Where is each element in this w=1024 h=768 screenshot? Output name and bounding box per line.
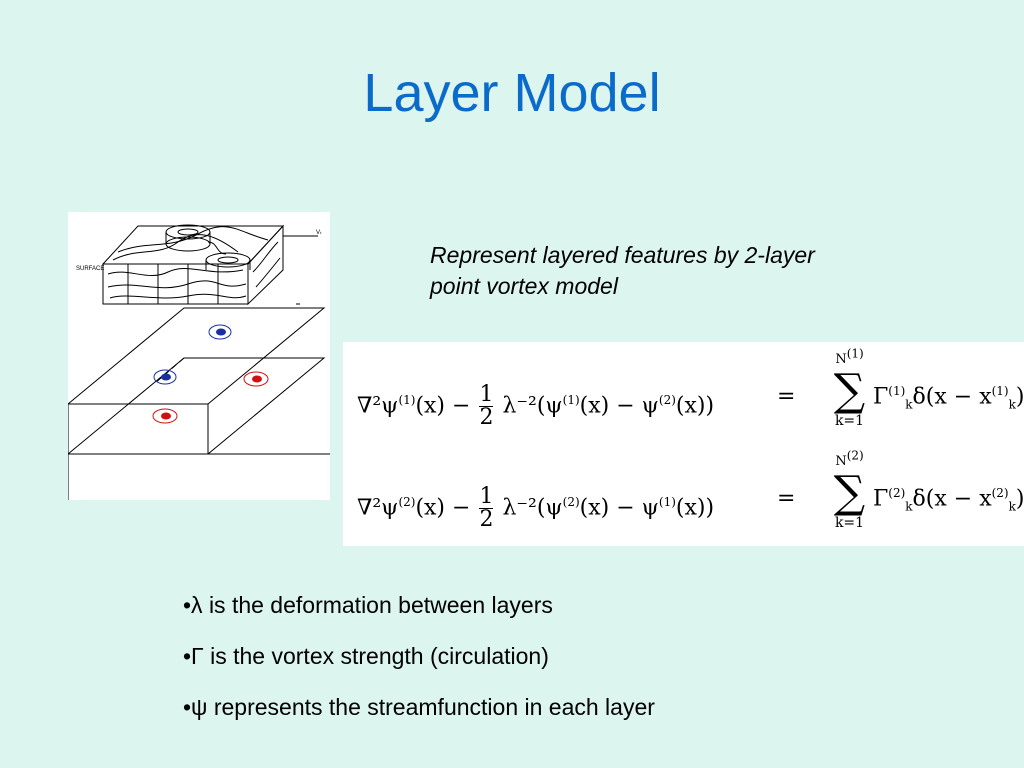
equation-2-equals: = bbox=[777, 486, 796, 511]
equation-2-rhs: N(2) ∑ k=1 Γ(2)kδ(x − x(2)k) bbox=[827, 446, 1024, 546]
slide-title: Layer Model bbox=[363, 63, 661, 123]
summation-2: N(2) ∑ k=1 bbox=[833, 448, 866, 531]
summation-1: N(1) ∑ k=1 bbox=[833, 346, 866, 429]
vortex-lower-red-1 bbox=[243, 371, 269, 387]
upper-layer-plane bbox=[66, 307, 326, 405]
bullet-gamma: •Γ is the vortex strength (circulation) bbox=[183, 643, 549, 669]
vortex-upper-blue-1 bbox=[208, 324, 232, 340]
layer-diagram-svg: SURFACE Vₜ bbox=[66, 224, 330, 500]
atmosphere-block-sketch bbox=[101, 224, 318, 306]
bullet-list: •λ is the deformation between layers •Γ … bbox=[183, 588, 655, 741]
bullet-psi: •ψ represents the streamfunction in each… bbox=[183, 694, 655, 720]
layer-figure: SURFACE Vₜ bbox=[66, 212, 330, 500]
equation-1-rhs: N(1) ∑ k=1 Γ(1)kδ(x − x(1)k) bbox=[827, 344, 1024, 444]
equation-1-term: Γ(1)kδ(x − x(1)k) bbox=[873, 384, 1024, 412]
bullet-lambda: •λ is the deformation between layers bbox=[183, 592, 553, 618]
layer-planes bbox=[66, 307, 330, 500]
caption-text: Represent layered features by 2-layer po… bbox=[430, 242, 815, 299]
v-label: Vₜ bbox=[316, 230, 322, 236]
equation-2-term: Γ(2)kδ(x − x(2)k) bbox=[873, 486, 1024, 514]
vortex-upper-blue-2 bbox=[153, 369, 177, 385]
surface-label: SURFACE bbox=[76, 266, 104, 272]
vortex-lower-red-2 bbox=[152, 408, 178, 424]
equation-1-equals: = bbox=[777, 384, 796, 409]
